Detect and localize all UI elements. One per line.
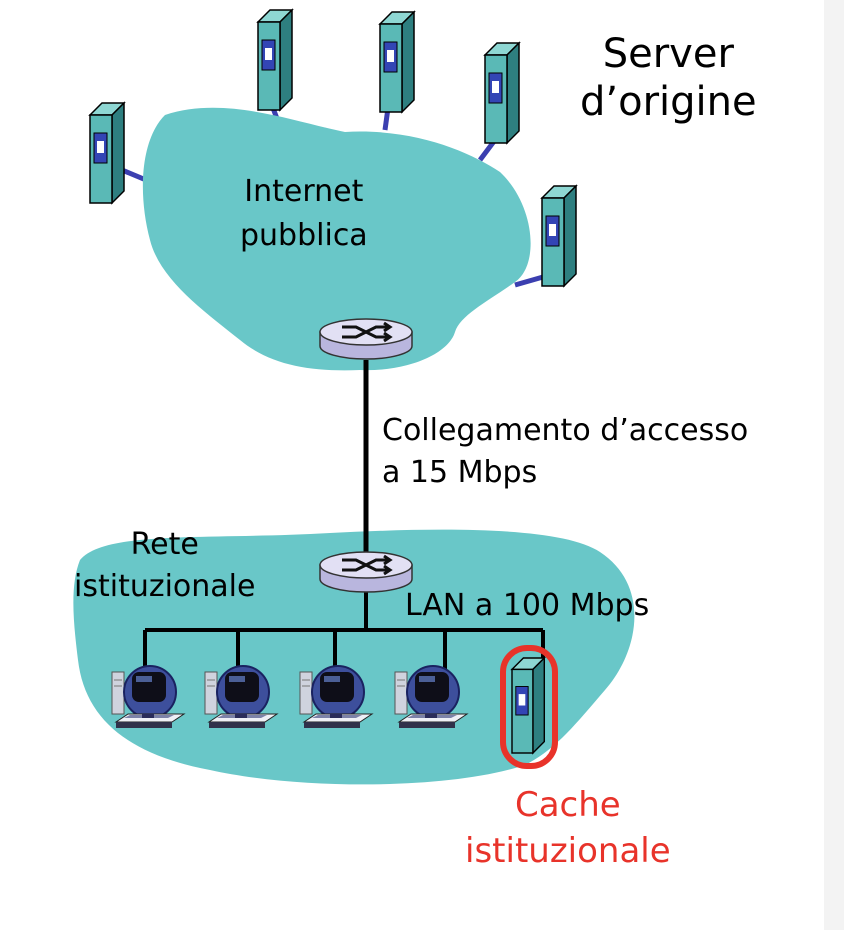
institutional-network-label-line1: Rete xyxy=(130,527,199,562)
public-internet-label-line1: Internet xyxy=(244,174,364,209)
cache-highlight-ring xyxy=(500,645,558,769)
institutional-network-label-line2: istituzionale xyxy=(74,569,256,604)
access-link-label-line2: a 15 Mbps xyxy=(382,455,538,490)
access-link-label-line1: Collegamento d’accesso xyxy=(382,413,749,448)
institutional-network-label: Rete istituzionale xyxy=(74,524,255,608)
page-margin-strip xyxy=(824,0,844,930)
edge-router-internet xyxy=(318,317,414,361)
lan-bus xyxy=(143,588,545,672)
institutional-cache-label: Cache istituzionale xyxy=(465,782,671,874)
origin-servers-label-line2: d’origine xyxy=(580,79,757,125)
origin-server xyxy=(379,11,415,113)
public-internet-cloud xyxy=(142,107,531,371)
origin-server xyxy=(89,102,125,204)
public-internet-label-line2: pubblica xyxy=(240,218,368,253)
origin-servers-label: Server d’origine xyxy=(580,30,757,126)
public-internet-label: Internet pubblica xyxy=(240,170,368,258)
cache-server xyxy=(511,657,546,754)
institutional-cache-label-line1: Cache xyxy=(514,785,621,825)
edge-router-institution xyxy=(318,550,414,594)
lan-label: LAN a 100 Mbps xyxy=(405,588,650,623)
access-link-label: Collegamento d’accesso a 15 Mbps xyxy=(382,410,748,494)
origin-servers-label-line1: Server xyxy=(602,31,734,77)
origin-server xyxy=(257,9,293,111)
institutional-cache-label-line2: istituzionale xyxy=(465,831,671,871)
origin-server xyxy=(484,42,520,144)
origin-server xyxy=(541,185,577,287)
